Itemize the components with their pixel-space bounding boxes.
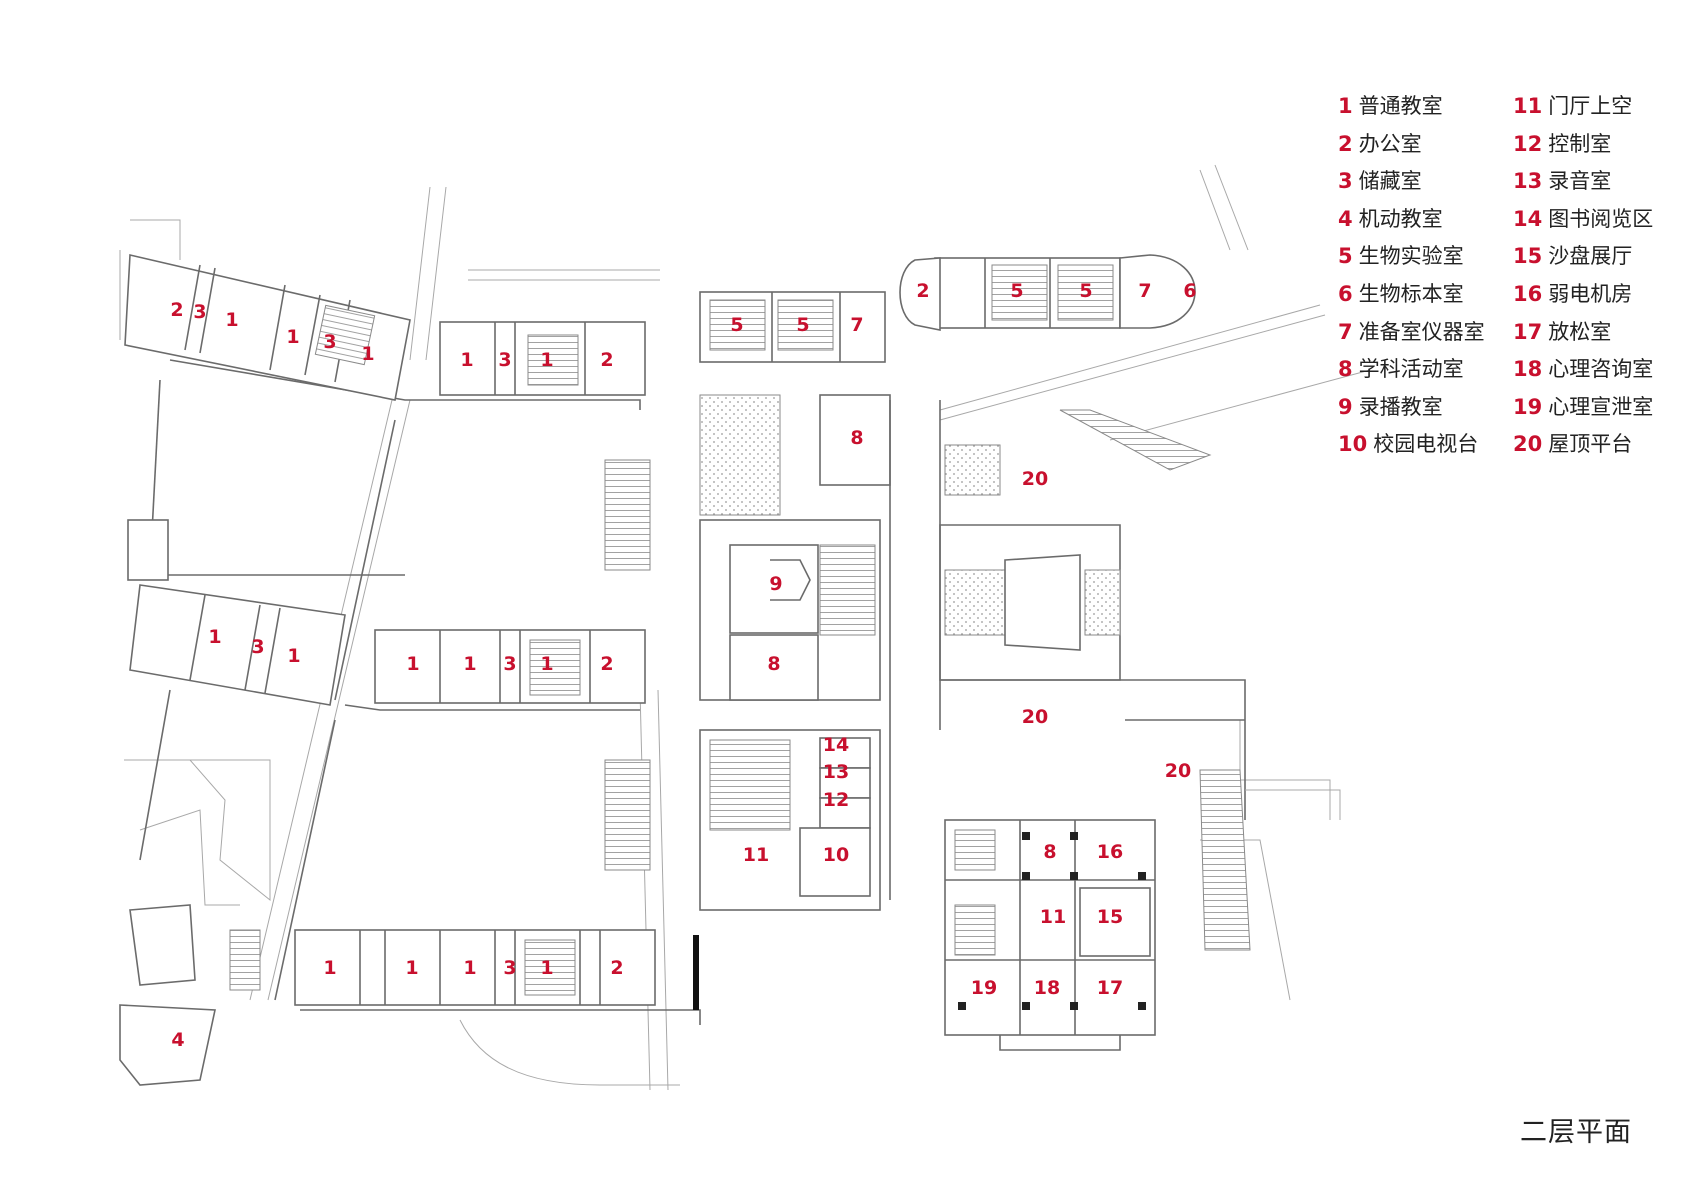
- room-label: 8: [1043, 841, 1056, 863]
- room-label: 3: [503, 957, 516, 979]
- room-label: 5: [1079, 280, 1092, 302]
- room-label: 4: [171, 1029, 184, 1051]
- room-label: 8: [850, 427, 863, 449]
- room-label: 2: [610, 957, 623, 979]
- room-label: 3: [498, 349, 511, 371]
- room-label: 20: [1022, 468, 1048, 490]
- central-core: [604, 394, 941, 911]
- room-label: 1: [463, 957, 476, 979]
- room-label: 7: [850, 314, 863, 336]
- room-label: 1: [540, 349, 553, 371]
- room-label: 1: [540, 653, 553, 675]
- east-roof: [939, 409, 1341, 951]
- room-label: 14: [823, 734, 849, 756]
- room-label: 1: [405, 957, 418, 979]
- room-label: 1: [208, 626, 221, 648]
- room-label: 12: [823, 789, 849, 811]
- room-label: 3: [323, 331, 336, 353]
- room-label: 6: [1183, 280, 1196, 302]
- sw-wing: [119, 904, 699, 1086]
- room-label: 2: [600, 653, 613, 675]
- room-label: 5: [1010, 280, 1023, 302]
- room-label: 1: [406, 653, 419, 675]
- room-label: 20: [1165, 760, 1191, 782]
- room-label: 7: [1138, 280, 1151, 302]
- room-label: 1: [287, 645, 300, 667]
- room-label: 2: [170, 299, 183, 321]
- center-north: [699, 254, 1196, 363]
- room-label: 17: [1097, 977, 1123, 999]
- room-labels: 2 3 1 1 3 1 1 3 1 2 5 5 7 2 5 5 7 6 8 20…: [170, 280, 1196, 1051]
- corridors: [139, 359, 701, 1025]
- se-block: [944, 819, 1156, 1051]
- room-label: 10: [823, 844, 849, 866]
- room-label: 16: [1097, 841, 1123, 863]
- mw-wing: [127, 519, 646, 706]
- room-label: 11: [743, 844, 769, 866]
- site-lines: [124, 164, 1371, 1091]
- room-label: 1: [225, 309, 238, 331]
- nw-wing: [119, 219, 646, 401]
- room-label: 1: [460, 349, 473, 371]
- room-label: 1: [323, 957, 336, 979]
- room-label: 3: [193, 301, 206, 323]
- room-label: 2: [916, 280, 929, 302]
- plan-title: 二层平面: [1520, 1117, 1632, 1148]
- room-label: 1: [361, 343, 374, 365]
- room-label: 5: [730, 314, 743, 336]
- room-label: 3: [251, 636, 264, 658]
- room-label: 11: [1040, 906, 1066, 928]
- room-label: 1: [463, 653, 476, 675]
- room-label: 18: [1034, 977, 1060, 999]
- room-label: 9: [769, 573, 782, 595]
- room-label: 1: [540, 957, 553, 979]
- room-label: 8: [767, 653, 780, 675]
- room-label: 13: [823, 761, 849, 783]
- room-label: 1: [286, 326, 299, 348]
- room-label: 20: [1022, 706, 1048, 728]
- room-label: 19: [971, 977, 997, 999]
- room-label: 15: [1097, 906, 1123, 928]
- room-label: 3: [503, 653, 516, 675]
- room-label: 5: [796, 314, 809, 336]
- room-label: 2: [600, 349, 613, 371]
